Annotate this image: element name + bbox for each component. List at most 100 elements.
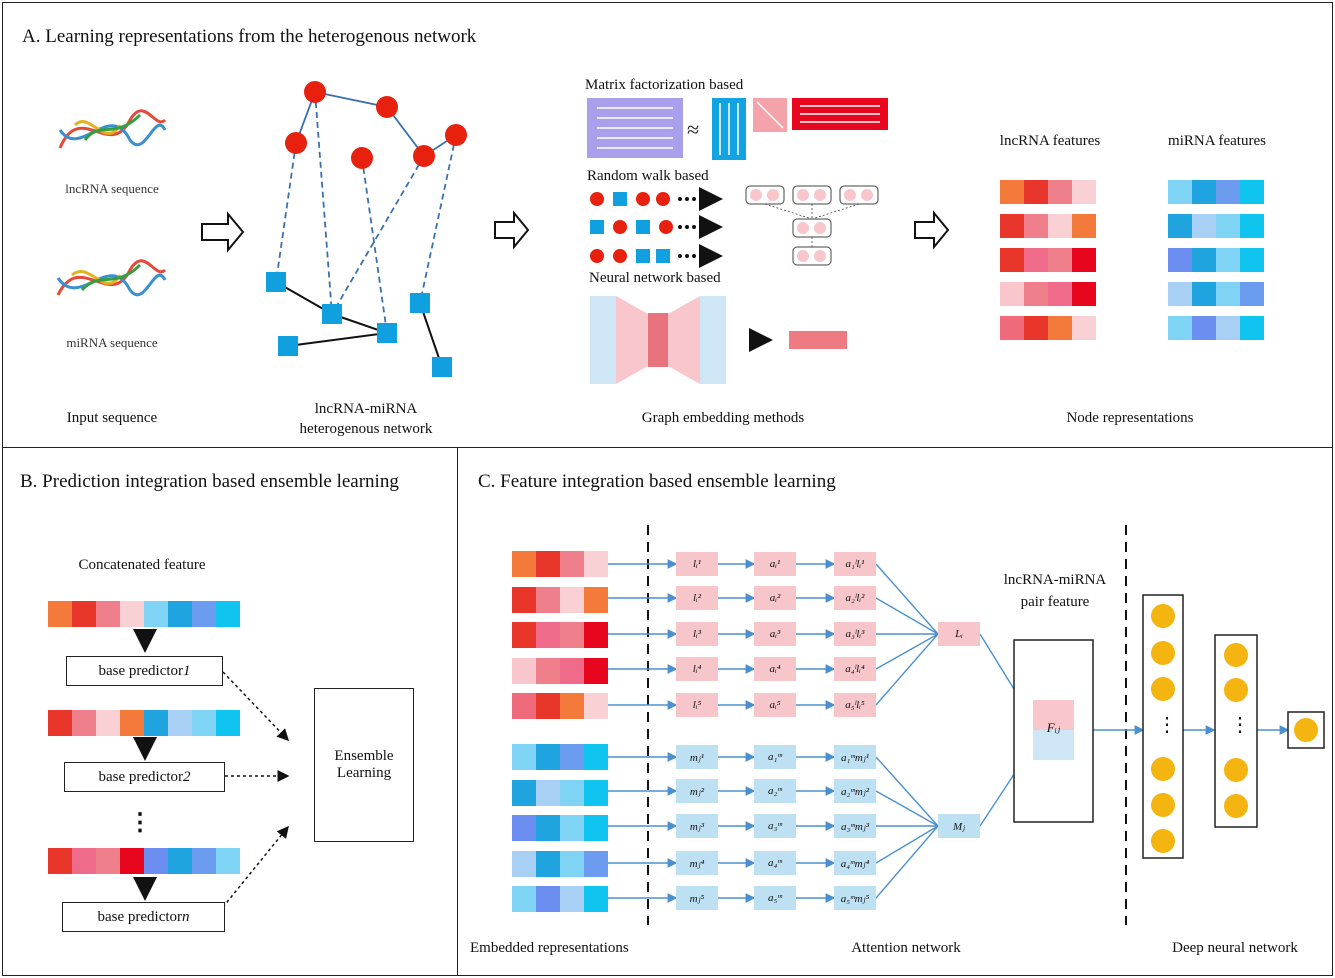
mirna-feature-vector <box>1168 214 1264 238</box>
attention-network-label: Attention network <box>851 940 961 956</box>
mi-embedding-cell: mⱼ¹ <box>676 745 718 769</box>
approx-symbol: ≈ <box>687 117 700 142</box>
network-dashed-edges <box>275 91 457 334</box>
mi-attention-weight: a₃ᵐ <box>754 814 796 838</box>
mirna-sequence-icon <box>56 259 167 297</box>
lnc-embedding-cell: lᵢ⁵ <box>676 693 718 717</box>
lncrna-feature-vector <box>1000 248 1096 272</box>
dnn-layer-1 <box>1142 594 1184 859</box>
pair-feature-label-2: pair feature <box>1020 594 1090 610</box>
mi-weighted-cell: a₂ᵐmⱼ² <box>834 779 876 803</box>
lnc-attention-weight: aᵢ² <box>754 586 796 610</box>
base-predictor-2: base predictor 2 <box>64 762 225 792</box>
mi-weighted-cell: a₃ᵐmⱼ³ <box>834 814 876 838</box>
embedded-mirna-vector <box>512 886 608 912</box>
panel-b-dotted-arrows <box>222 671 290 908</box>
mi-embedding-cell: mⱼ³ <box>676 814 718 838</box>
matrix-factorization-graphic <box>587 98 888 160</box>
embedded-mirna-vector <box>512 744 608 770</box>
concatenated-feature-vector <box>48 848 240 874</box>
mi-weighted-cell: a₅ᵐmⱼ⁵ <box>834 886 876 910</box>
lncrna-sequence-icon <box>58 109 167 149</box>
embedded-lncrna-vector <box>512 693 608 719</box>
network-label-2: heterogenous network <box>299 421 433 437</box>
concatenated-feature-vector <box>48 601 240 627</box>
lnc-weighted-cell: a₁ˡlᵢ¹ <box>834 552 876 576</box>
mirna-feature-vector <box>1168 248 1264 272</box>
lnc-weighted-cell: a₃ˡlᵢ³ <box>834 622 876 646</box>
mi-embedding-cell: mⱼ⁵ <box>676 886 718 910</box>
network-lncrna-nodes <box>285 81 467 169</box>
embedded-lncrna-vector <box>512 551 608 577</box>
panel-c-title: C. Feature integration based ensemble le… <box>478 471 836 492</box>
mi-weighted-cell: a₁ᵐmⱼ¹ <box>834 745 876 769</box>
embedded-lncrna-vector <box>512 657 608 684</box>
lnc-attention-weight: aᵢ³ <box>754 622 796 646</box>
mf-label: Matrix factorization based <box>585 77 744 93</box>
graph-embedding-label: Graph embedding methods <box>641 410 805 426</box>
panel-b-title: B. Prediction integration based ensemble… <box>20 471 399 492</box>
network-label-1: lncRNA-miRNA <box>314 401 418 417</box>
hollow-arrow-3 <box>914 210 950 250</box>
M-node: Mⱼ <box>938 814 980 838</box>
embedded-mirna-vector <box>512 815 608 841</box>
mirna-feature-vector <box>1168 180 1264 204</box>
mirna-feature-vector <box>1168 282 1264 306</box>
lnc-embedding-cell: lᵢ¹ <box>676 552 718 576</box>
embedded-mirna-vector <box>512 779 608 806</box>
panel-c <box>457 447 1333 976</box>
mi-attention-weight: a₂ᵐ <box>754 779 796 803</box>
dnn-layer-2 <box>1214 634 1258 828</box>
lnc-embedding-cell: lᵢ⁴ <box>676 657 718 681</box>
embedded-lncrna-vector <box>512 622 608 648</box>
random-walk-graphic <box>590 185 879 268</box>
lnc-weighted-cell: a₅ˡlᵢ⁵ <box>834 693 876 717</box>
lncrna-feature-vector <box>1000 214 1096 238</box>
embedded-representations-label: Embedded representations <box>470 940 629 956</box>
mirna-feature-vector <box>1168 316 1264 340</box>
lnc-attention-weight: aᵢ¹ <box>754 552 796 576</box>
lnc-embedding-cell: lᵢ³ <box>676 622 718 646</box>
pair-feature-label-1: lncRNA-miRNA <box>1003 572 1107 588</box>
lncrna-sequence-label: lncRNA sequence <box>65 181 159 196</box>
lnc-weighted-cell: a₄ˡlᵢ⁴ <box>834 657 876 681</box>
mi-weighted-cell: a₄ᵐmⱼ⁴ <box>834 851 876 875</box>
concatenated-feature-label: Concatenated feature <box>78 557 206 573</box>
concatenated-feature-vector <box>48 710 240 736</box>
mi-attention-weight: a₅ᵐ <box>754 886 796 910</box>
embedded-lncrna-vector <box>512 586 608 613</box>
base-predictor-n: base predictor n <box>62 902 225 932</box>
lnc-attention-weight: aᵢ⁴ <box>754 657 796 681</box>
dnn-output <box>1287 711 1325 749</box>
panel-a-title: A. Learning representations from the het… <box>22 26 477 47</box>
rw-label: Random walk based <box>587 168 709 184</box>
base-predictor-1: base predictor 1 <box>66 656 223 686</box>
lncrna-feature-vector <box>1000 282 1096 306</box>
vertical-dots: ⋮ <box>128 810 152 836</box>
F-label: Fᵢⱼ <box>1046 720 1061 735</box>
lncrna-feature-vector <box>1000 180 1096 204</box>
lncrna-features-label: lncRNA features <box>999 133 1101 149</box>
dnn-vdots-1: ⋮ <box>1157 714 1177 736</box>
lnc-attention-weight: aᵢ⁵ <box>754 693 796 717</box>
node-representations-label: Node representations <box>1066 410 1194 426</box>
input-sequence-label: Input sequence <box>66 410 158 426</box>
mi-attention-weight: a₄ᵐ <box>754 851 796 875</box>
mi-embedding-cell: mⱼ² <box>676 779 718 803</box>
embedded-mirna-vector <box>512 850 608 877</box>
L-node: Lᵢ <box>938 622 980 646</box>
deep-neural-network-label: Deep neural network <box>1172 940 1298 956</box>
lnc-embedding-cell: lᵢ² <box>676 586 718 610</box>
hollow-arrow-2 <box>494 210 530 250</box>
network-mirna-nodes <box>266 272 452 377</box>
mirna-sequence-label: miRNA sequence <box>66 335 158 350</box>
lnc-weighted-cell: a₂ˡlᵢ² <box>834 586 876 610</box>
neural-network-graphic <box>590 296 847 384</box>
nn-label: Neural network based <box>589 270 721 286</box>
dnn-vdots-2: ⋮ <box>1230 714 1250 736</box>
mi-attention-weight: a₁ᵐ <box>754 745 796 769</box>
mirna-features-label: miRNA features <box>1168 133 1266 149</box>
